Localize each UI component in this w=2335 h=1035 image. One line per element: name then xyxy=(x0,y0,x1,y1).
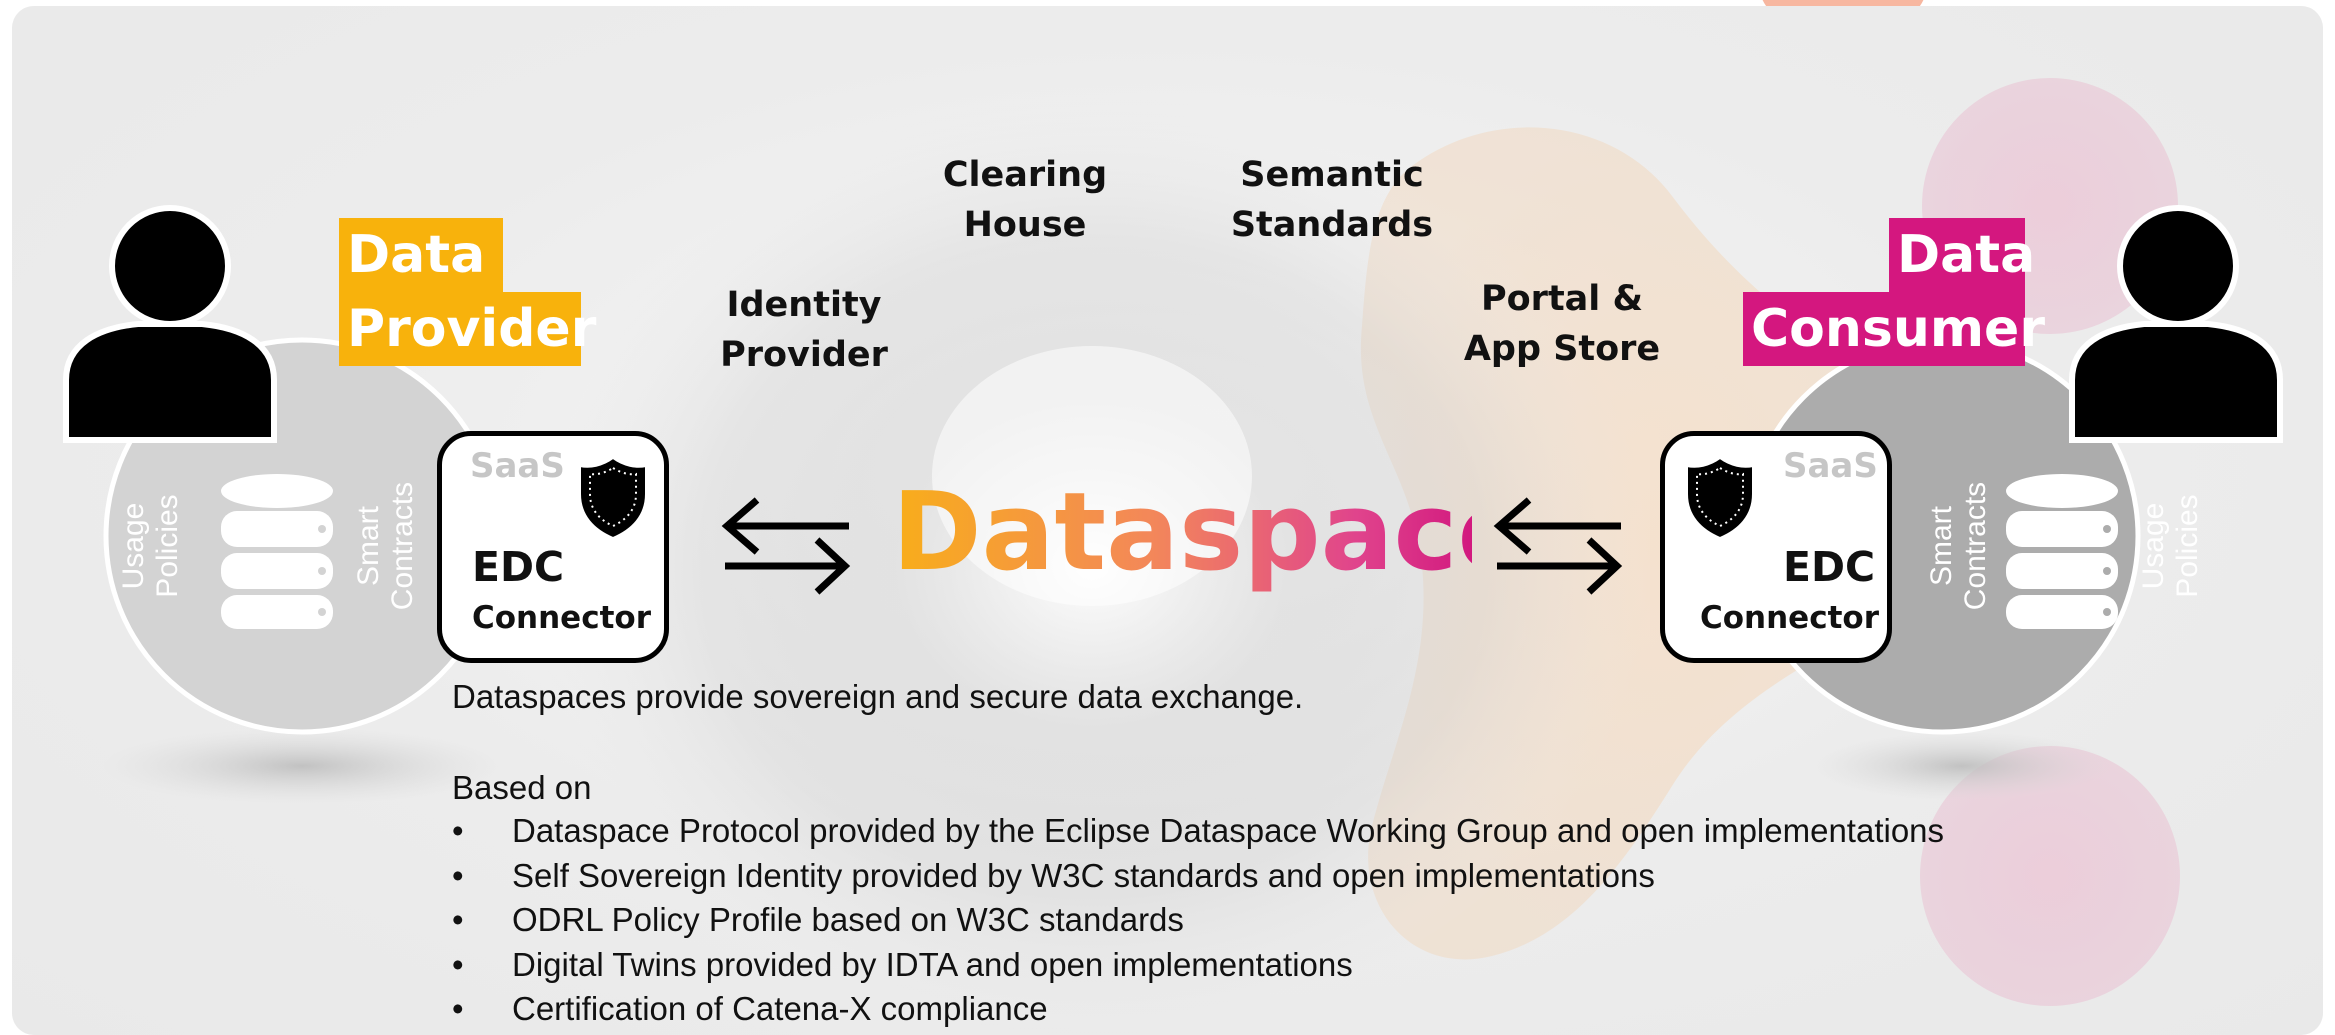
list-item: •Certification of Catena-X compliance xyxy=(452,987,1944,1032)
shield-icon xyxy=(1686,456,1754,540)
based-on-label: Based on xyxy=(452,769,592,806)
portal-app-store-label: Portal & App Store xyxy=(1463,279,1661,369)
provider-edc-connector: SaaS EDC Connector xyxy=(437,431,669,663)
consumer-person-icon xyxy=(2069,205,2283,443)
provider-edc-label: EDC xyxy=(472,543,565,591)
list-item: •Self Sovereign Identity provided by W3C… xyxy=(452,854,1944,899)
provider-usage-policies-label: Usage Policies xyxy=(117,494,184,598)
data-provider-tag: Data xyxy=(339,218,503,292)
dataspace-title: Dataspace xyxy=(892,468,1531,598)
database-icon xyxy=(221,474,333,629)
list-item: •Dataspace Protocol provided by the Ecli… xyxy=(452,809,1944,854)
clearing-house-label: Clearing House xyxy=(942,155,1108,245)
bullet-marker: • xyxy=(452,990,464,1027)
provider-exchange-arrows-icon xyxy=(721,497,851,595)
consumer-exchange-arrows-icon xyxy=(1493,497,1623,595)
bullet-list: •Dataspace Protocol provided by the Ecli… xyxy=(452,809,1944,1032)
consumer-edc-label: EDC xyxy=(1783,543,1876,591)
diagram-panel: Usage Policies Smart Contracts Data Prov… xyxy=(12,6,2323,1035)
provider-connector-label: Connector xyxy=(472,600,651,636)
bullet-marker: • xyxy=(452,856,464,894)
consumer-connector-label: Connector xyxy=(1700,600,1879,636)
data-consumer-tag-line2: Consumer xyxy=(1743,292,2045,366)
consumer-edc-connector: SaaS EDC Connector xyxy=(1660,431,1892,663)
data-consumer-tag: Data xyxy=(1889,218,2035,292)
shield-icon xyxy=(579,456,647,540)
provider-saas-label: SaaS xyxy=(470,446,565,486)
provider-person-icon xyxy=(63,205,277,443)
list-item: •Digital Twins provided by IDTA and open… xyxy=(452,943,1944,988)
provider-smart-contracts-label: Smart Contracts xyxy=(352,481,419,611)
consumer-usage-policies-label: Usage Policies xyxy=(2137,494,2204,598)
pink-circle-bottom xyxy=(1920,746,2180,1006)
bullet-marker: • xyxy=(452,812,464,849)
consumer-saas-label: SaaS xyxy=(1783,446,1878,486)
identity-provider-label: Identity Provider xyxy=(720,285,888,375)
consumer-smart-contracts-label: Smart Contracts xyxy=(1925,481,1992,611)
semantic-standards-label: Semantic Standards xyxy=(1230,155,1434,245)
bullet-marker: • xyxy=(452,901,464,938)
data-provider-tag-line2: Provider xyxy=(339,292,596,366)
galaxy-core xyxy=(932,346,1252,606)
consumer-shadow xyxy=(1812,732,2112,800)
description-text: Dataspaces provide sovereign and secure … xyxy=(452,678,1304,715)
database-icon xyxy=(2006,474,2118,629)
provider-shadow xyxy=(102,728,502,804)
list-item: •ODRL Policy Profile based on W3C standa… xyxy=(452,898,1944,943)
bullet-marker: • xyxy=(452,945,464,983)
